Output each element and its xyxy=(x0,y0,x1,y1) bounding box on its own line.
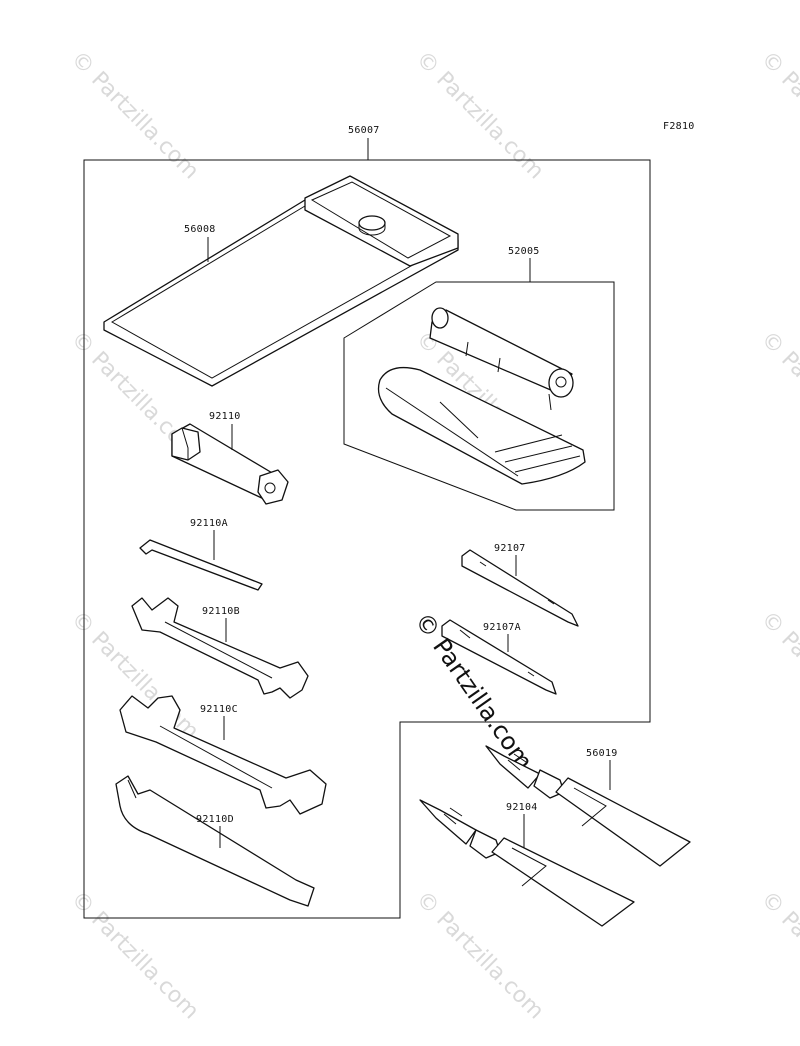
part-label-92107A[interactable]: 92107A xyxy=(483,622,521,633)
sealant-tube-92104[interactable] xyxy=(419,799,635,927)
watermark: © Partzilla.com xyxy=(756,607,800,745)
hook-wrench-92110D[interactable] xyxy=(115,775,315,907)
watermark: © Partzilla.com xyxy=(66,887,204,1025)
screwdriver-bit-92107[interactable] xyxy=(461,549,579,627)
part-label-52005[interactable]: 52005 xyxy=(508,246,540,257)
part-label-92110B[interactable]: 92110B xyxy=(202,606,240,617)
part-label-56007[interactable]: 56007 xyxy=(348,125,380,136)
part-label-92110[interactable]: 92110 xyxy=(209,411,241,422)
tool-bag-56008[interactable] xyxy=(103,175,459,387)
screwdriver-bit-92107A[interactable] xyxy=(441,619,557,695)
pump-kit-outline-52005 xyxy=(343,281,615,511)
part-label-92104[interactable]: 92104 xyxy=(506,802,538,813)
watermark: © Partzilla.com xyxy=(411,47,549,185)
watermark: © Partzilla.com xyxy=(66,47,204,185)
open-end-wrench-92110C[interactable] xyxy=(119,695,327,815)
part-label-92110D[interactable]: 92110D xyxy=(196,814,234,825)
kit-outline-56007 xyxy=(83,159,651,919)
watermark: © Partzilla.com xyxy=(411,887,549,1025)
air-pump-52005[interactable] xyxy=(429,307,574,411)
part-label-92107[interactable]: 92107 xyxy=(494,543,526,554)
spark-plug-wrench-92110[interactable] xyxy=(171,423,289,505)
part-label-56008[interactable]: 56008 xyxy=(184,224,216,235)
open-end-wrench-92110B[interactable] xyxy=(131,597,309,699)
watermark-layer: © Partzilla.com © Partzilla.com © Partzi… xyxy=(66,47,800,1025)
grease-tube-56019[interactable] xyxy=(485,745,691,867)
part-label-56019[interactable]: 56019 xyxy=(586,748,618,759)
figure-code: F2810 xyxy=(663,121,695,132)
hex-key-92110A[interactable] xyxy=(139,539,263,591)
part-label-92110C[interactable]: 92110C xyxy=(200,704,238,715)
watermark: © Partzilla.com xyxy=(756,327,800,465)
watermark: © Partzilla.com xyxy=(756,887,800,1025)
pump-pouch-52005[interactable] xyxy=(377,366,586,485)
part-label-92110A[interactable]: 92110A xyxy=(190,518,228,529)
watermark: © Partzilla.com xyxy=(756,47,800,185)
